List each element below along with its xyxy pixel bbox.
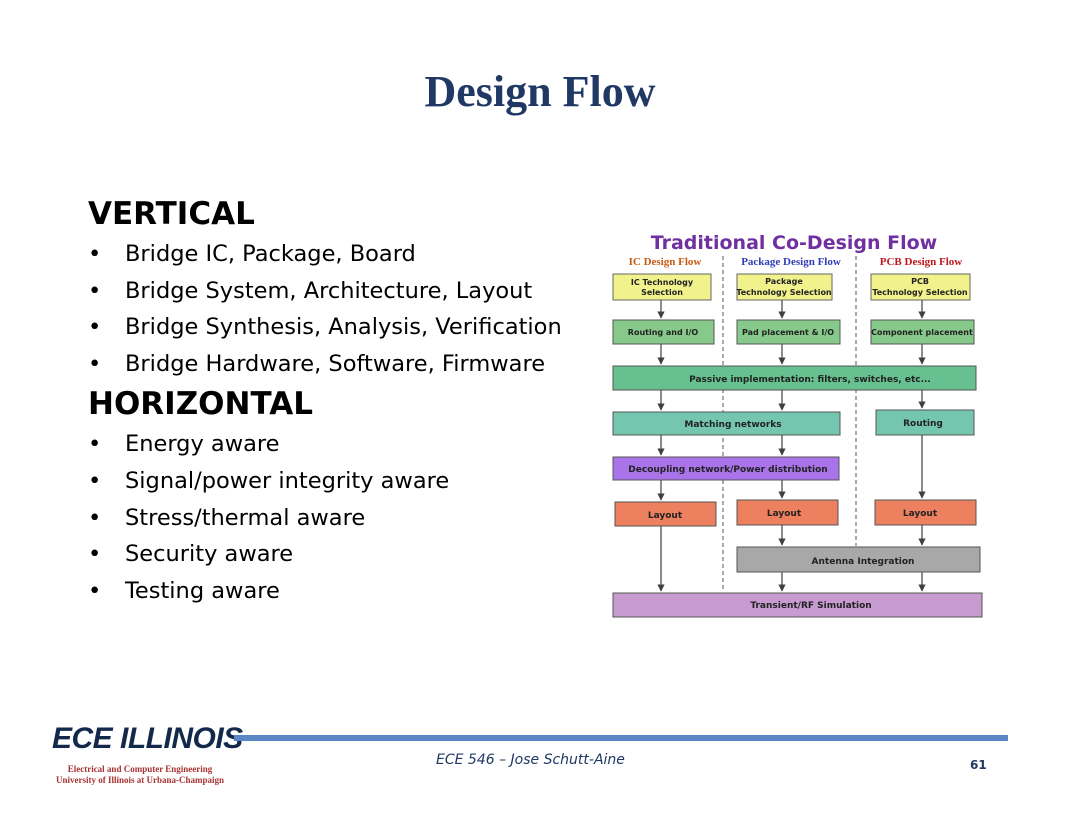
- pcb-layout-label: Layout: [903, 509, 938, 519]
- pcb-column-header: PCB Design Flow: [880, 256, 963, 268]
- routing-io-label: Routing and I/O: [628, 328, 699, 337]
- pcb-technology-box: [870, 273, 971, 301]
- package-layout-box: [736, 499, 839, 526]
- pcb-technology-label: PCB: [911, 277, 929, 286]
- page-number: 61: [970, 758, 987, 772]
- package-technology-label: Package: [765, 277, 803, 286]
- bullet-list: VERTICAL Bridge IC, Package, Board Bridg…: [88, 192, 568, 609]
- ic-technology-label: Selection: [641, 288, 683, 297]
- matching-networks-box: [612, 411, 841, 436]
- slide-title: Design Flow: [424, 67, 656, 116]
- diagram-title: Traditional Co-Design Flow: [651, 232, 938, 254]
- package-technology-label: Technology Selection: [736, 288, 832, 297]
- vertical-item: Bridge System, Architecture, Layout: [88, 273, 568, 310]
- vertical-heading: VERTICAL: [88, 196, 255, 232]
- horizontal-item: Signal/power integrity aware: [88, 463, 568, 500]
- ic-layout-label: Layout: [648, 511, 683, 521]
- department-line: Electrical and Computer Engineering: [67, 764, 213, 774]
- horizontal-item: Stress/thermal aware: [88, 500, 568, 537]
- horizontal-item: Energy aware: [88, 426, 568, 463]
- passive-implementation-label: Passive implementation: filters, switche…: [689, 375, 931, 385]
- antenna-integration-box: [736, 546, 981, 573]
- pad-placement-label: Pad placement & I/O: [742, 328, 834, 337]
- vertical-item: Bridge IC, Package, Board: [88, 236, 568, 273]
- pad-placement-box: [736, 319, 841, 345]
- routing-label: Routing: [903, 419, 943, 429]
- pcb-technology-label: Technology Selection: [872, 288, 968, 297]
- decoupling-label: Decoupling network/Power distribution: [628, 465, 827, 475]
- ic-technology-box: [612, 273, 712, 301]
- package-column-header: Package Design Flow: [741, 256, 841, 268]
- horizontal-heading: HORIZONTAL: [88, 386, 313, 423]
- antenna-integration-label: Antenna Integration: [812, 557, 915, 567]
- ic-layout-box: [614, 501, 717, 527]
- pcb-layout-box: [874, 499, 977, 526]
- component-placement-box: [870, 319, 975, 345]
- transient-rf-simulation-label: Transient/RF Simulation: [750, 601, 871, 611]
- ic-technology-label: IC Technology: [631, 278, 694, 287]
- horizontal-item: Testing aware: [88, 573, 568, 610]
- flow-arrows: [657, 300, 926, 592]
- ic-column-header: IC Design Flow: [629, 256, 702, 268]
- passive-implementation-box: [612, 365, 977, 391]
- ece-illinois-logo: ECE ILLINOIS: [52, 722, 243, 756]
- horizontal-item: Security aware: [88, 536, 568, 573]
- logo-text: ECE ILLINOIS: [52, 722, 243, 755]
- transient-rf-simulation-box: [612, 592, 983, 618]
- routing-io-box: [612, 319, 715, 345]
- department-name: Electrical and Computer Engineering Univ…: [52, 764, 228, 786]
- footer-course: ECE 546 – Jose Schutt-Aine: [436, 752, 625, 768]
- routing-box: [875, 409, 975, 436]
- component-placement-label: Component placement: [871, 328, 973, 337]
- decoupling-box: [612, 456, 840, 481]
- package-layout-label: Layout: [767, 509, 802, 519]
- footer-divider: [234, 735, 1008, 741]
- university-line: University of Illinois at Urbana-Champai…: [55, 775, 225, 785]
- package-technology-box: [736, 273, 833, 301]
- matching-networks-label: Matching networks: [684, 420, 781, 430]
- vertical-item: Bridge Hardware, Software, Firmware: [88, 346, 568, 383]
- vertical-item: Bridge Synthesis, Analysis, Verification: [88, 309, 568, 346]
